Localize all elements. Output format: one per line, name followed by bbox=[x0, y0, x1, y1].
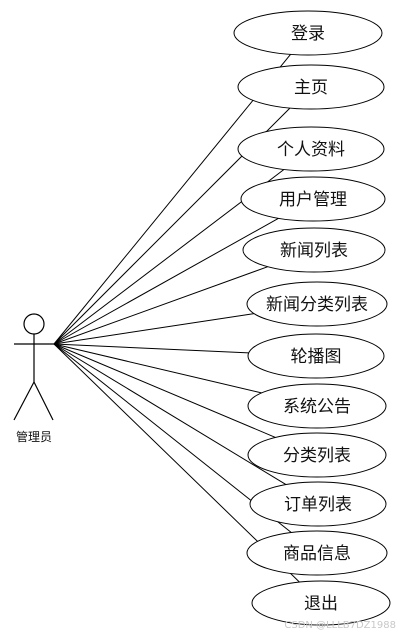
association-line bbox=[53, 343, 287, 486]
use-case-ellipse bbox=[247, 383, 387, 429]
use-case-label: 新闻分类列表 bbox=[266, 295, 368, 315]
use-case-label: 个人资料 bbox=[277, 140, 345, 160]
use-case-ellipse bbox=[251, 580, 391, 626]
use-case-ellipse bbox=[247, 333, 385, 379]
use-case: 系统公告 bbox=[247, 383, 387, 429]
use-case-ellipse bbox=[249, 481, 387, 527]
use-case-label: 订单列表 bbox=[284, 495, 352, 515]
use-case: 个人资料 bbox=[237, 126, 385, 172]
use-case: 轮播图 bbox=[247, 333, 385, 379]
association-line bbox=[53, 54, 291, 345]
use-case: 新闻分类列表 bbox=[246, 281, 388, 327]
use-case-ellipse bbox=[242, 227, 386, 273]
use-case: 新闻列表 bbox=[242, 227, 386, 273]
use-case: 退出 bbox=[251, 580, 391, 626]
association-line bbox=[53, 266, 268, 345]
actor-label: 管理员 bbox=[16, 429, 52, 444]
use-case-label: 登录 bbox=[291, 24, 325, 44]
use-case-ellipse bbox=[233, 10, 383, 56]
actor-right-leg bbox=[33, 381, 54, 421]
actor-left-leg bbox=[13, 381, 35, 421]
use-case-ellipse bbox=[247, 432, 387, 478]
association-line bbox=[53, 343, 249, 354]
association-lines bbox=[53, 54, 300, 583]
use-case-ellipse bbox=[237, 64, 385, 110]
actor-head bbox=[23, 313, 45, 335]
association-line bbox=[53, 343, 262, 394]
use-case-label: 商品信息 bbox=[283, 544, 351, 564]
association-line bbox=[53, 343, 276, 438]
use-case: 商品信息 bbox=[246, 530, 388, 576]
use-case: 分类列表 bbox=[247, 432, 387, 478]
association-line bbox=[53, 313, 255, 345]
use-case-ellipse bbox=[246, 281, 388, 327]
use-case-label: 轮播图 bbox=[291, 347, 342, 367]
use-case-label: 用户管理 bbox=[279, 190, 347, 210]
association-line bbox=[53, 217, 279, 345]
use-case-ellipse bbox=[237, 126, 385, 172]
use-case-label: 主页 bbox=[294, 78, 328, 98]
use-case: 用户管理 bbox=[240, 176, 386, 222]
use-case-label: 退出 bbox=[304, 594, 338, 614]
use-case-label: 新闻列表 bbox=[280, 241, 348, 261]
actor-administrator: 管理员 bbox=[13, 313, 54, 444]
use-cases: 登录主页个人资料用户管理新闻列表新闻分类列表轮播图系统公告分类列表订单列表商品信… bbox=[233, 10, 391, 626]
use-case: 订单列表 bbox=[249, 481, 387, 527]
use-case-ellipse bbox=[240, 176, 386, 222]
use-case-label: 分类列表 bbox=[283, 446, 351, 466]
use-case: 登录 bbox=[233, 10, 383, 56]
use-case-label: 系统公告 bbox=[283, 397, 351, 417]
watermark: CSDN @LLLB7DZ1988 bbox=[284, 620, 396, 631]
use-case-ellipse bbox=[246, 530, 388, 576]
use-case: 主页 bbox=[237, 64, 385, 110]
